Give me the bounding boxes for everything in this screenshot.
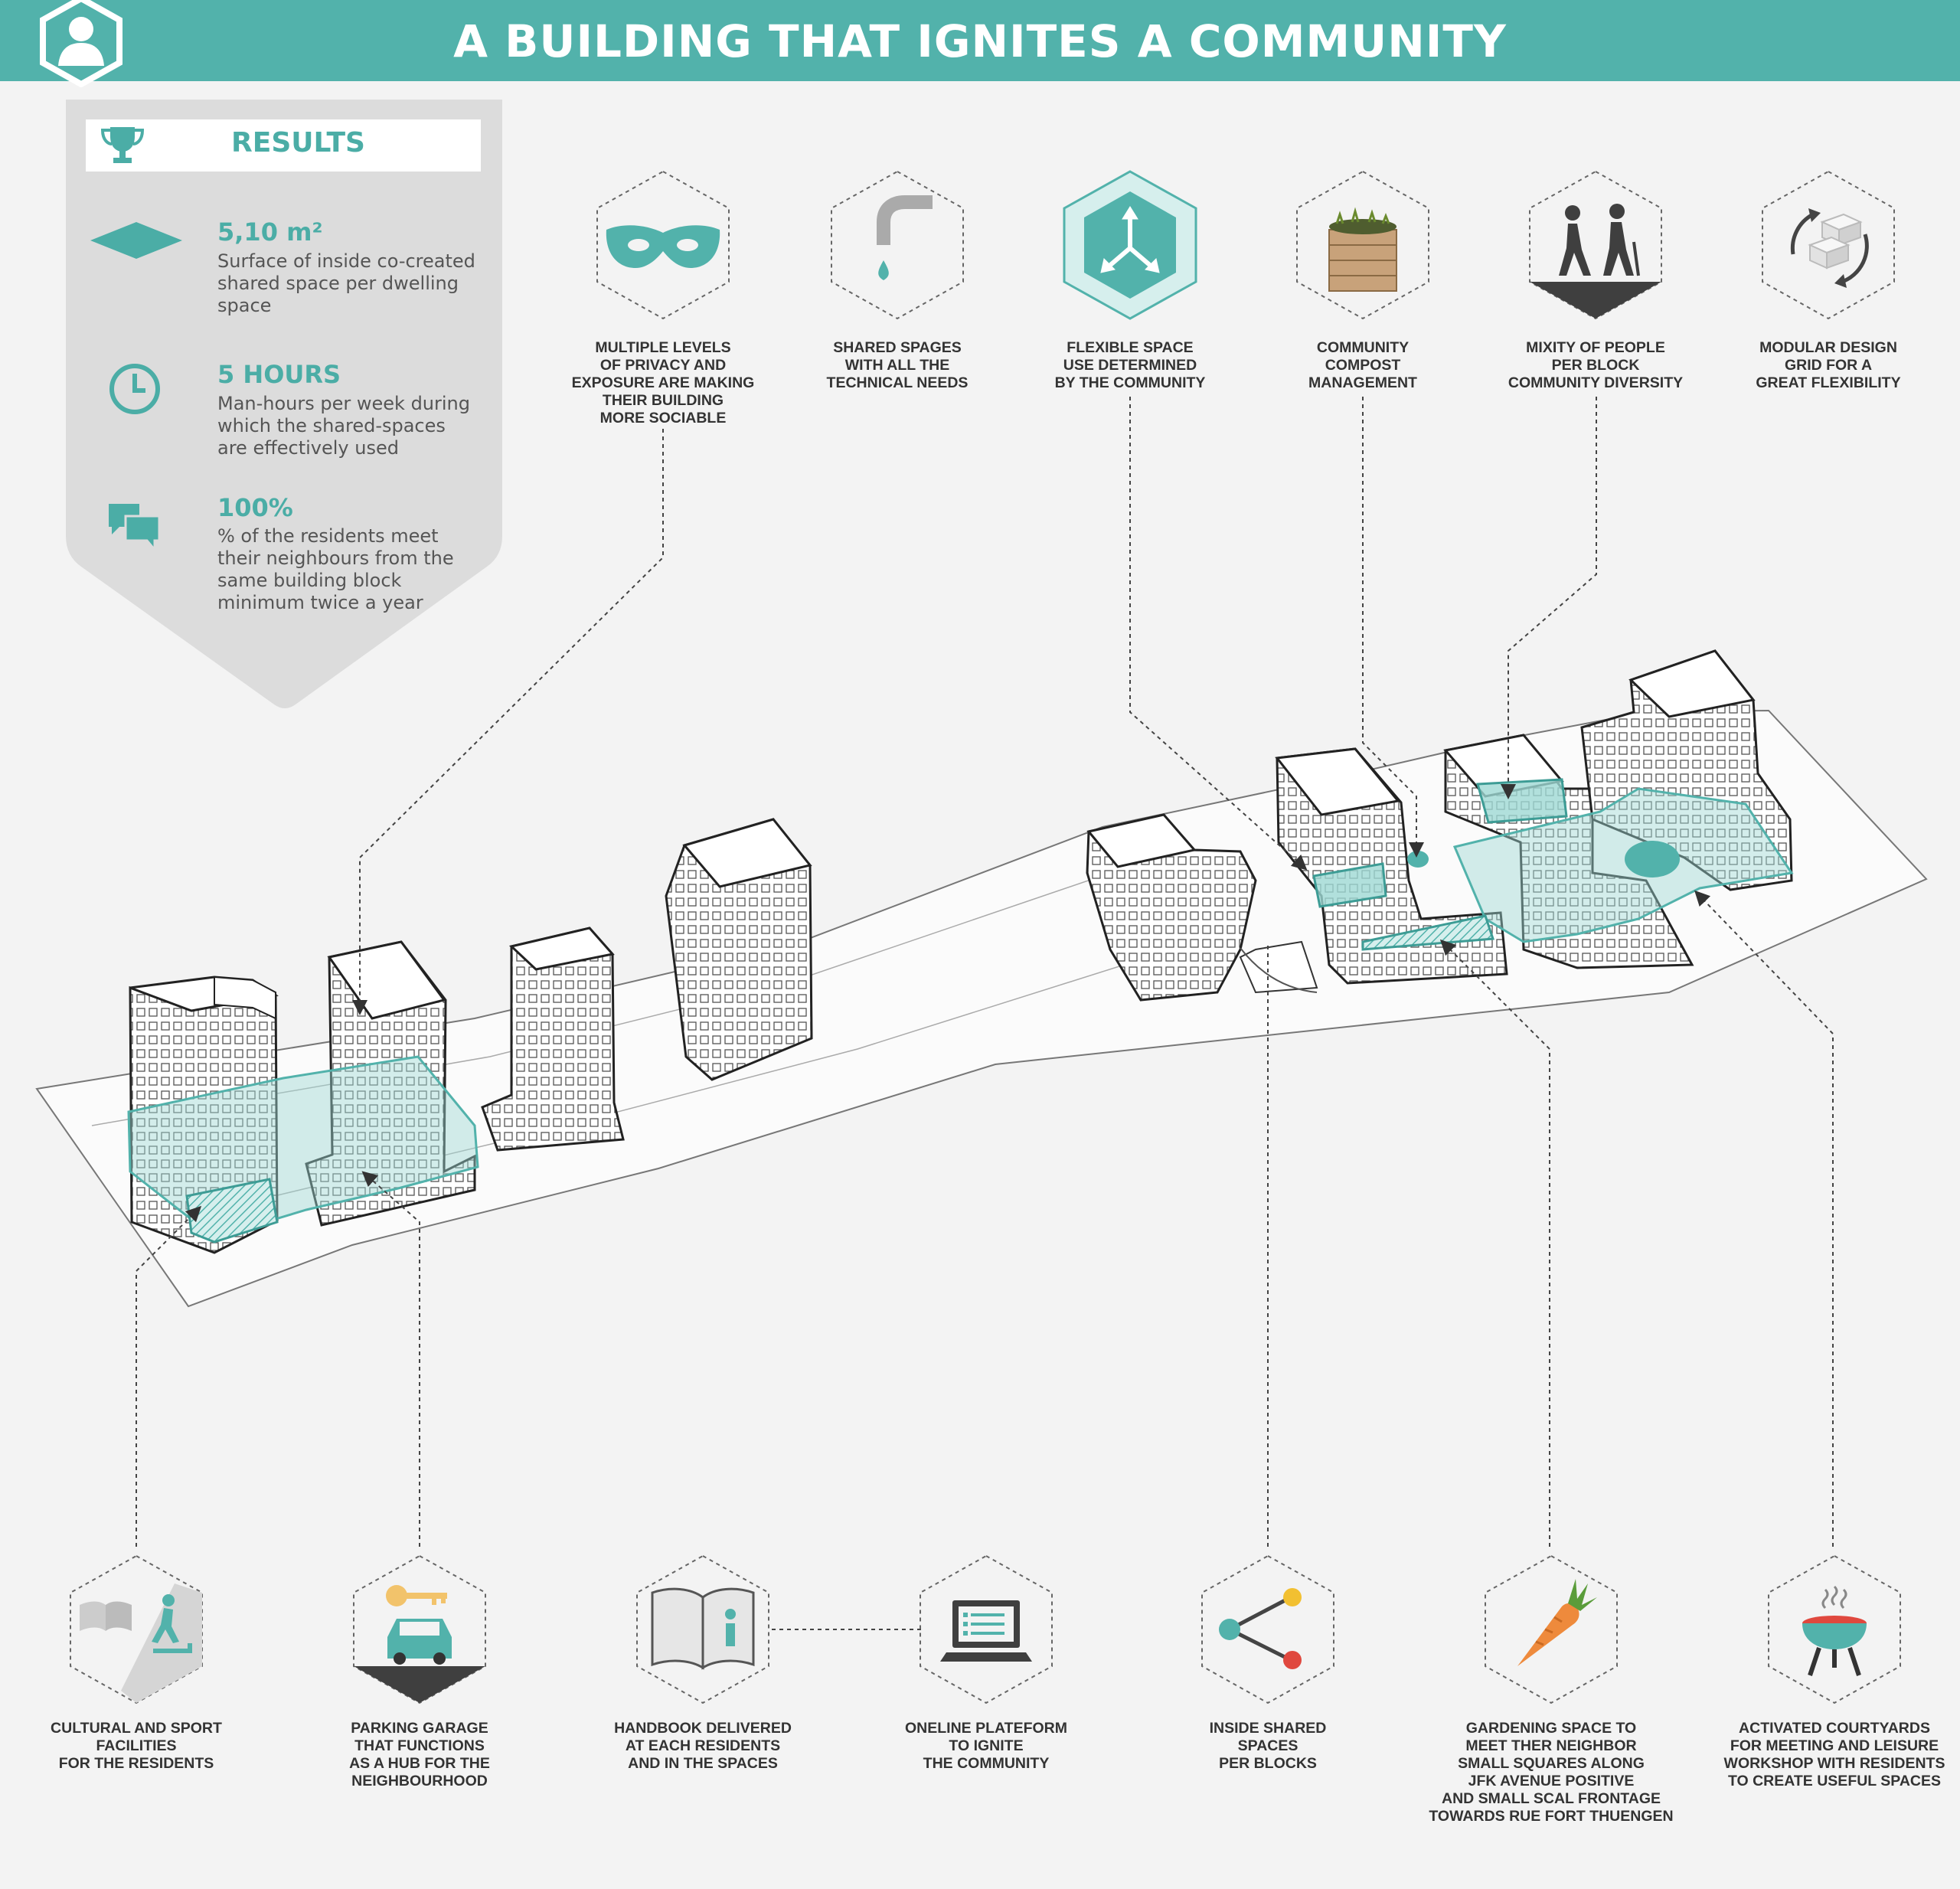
building-block-e — [1086, 813, 1318, 1002]
building-block-b — [305, 940, 476, 1227]
shared-space-highlight-courtyard — [1452, 787, 1794, 943]
faucet-icon — [831, 170, 964, 320]
feature-label-privacy: MULTIPLE LEVELS OF PRIVACY AND EXPOSURE … — [571, 339, 755, 426]
building-block-h — [1580, 649, 1793, 891]
people-walking-icon — [1529, 170, 1662, 320]
garden-highlight — [1361, 914, 1495, 951]
building-block-c — [481, 927, 625, 1152]
stat-desc-residents: % of the residents meet their neighbours… — [217, 525, 454, 613]
results-title: RESULTS — [231, 127, 365, 159]
header-bar: A BUILDING THAT IGNITES A COMMUNITY — [0, 0, 1960, 87]
area-diamond-icon — [90, 222, 182, 259]
person-hexagon-icon — [40, 0, 122, 87]
feature-label-cultural: CULTURAL AND SPORT FACILITIES FOR THE RE… — [51, 1720, 222, 1772]
flexible-arrows-icon — [1063, 170, 1197, 320]
barbecue-grill-icon — [1768, 1554, 1901, 1704]
stat-value-surface: 5,10 m² — [217, 217, 323, 247]
building-block-a — [129, 976, 279, 1254]
car-key-icon — [353, 1554, 486, 1704]
handbook-info-icon — [636, 1554, 769, 1704]
courtyard-pool-highlight — [1625, 841, 1680, 878]
results-header — [86, 119, 481, 172]
modular-blocks-icon — [1762, 170, 1895, 320]
feature-label-gardening: GARDENING SPACE TO MEET THER NEIGHBOR SM… — [1429, 1720, 1674, 1825]
shared-space-highlight-a — [127, 1055, 479, 1239]
compost-highlight — [1407, 851, 1429, 868]
stat-desc-hours: Man-hours per week during which the shar… — [217, 393, 470, 459]
compost-crate-icon — [1296, 170, 1429, 320]
feature-label-compost: COMMUNITY COMPOST MANAGEMENT — [1308, 339, 1417, 391]
building-block-f — [1275, 747, 1508, 985]
feature-label-platform: ONELINE PLATEFORM TO IGNITE THE COMMUNIT… — [905, 1720, 1067, 1772]
clock-icon — [109, 364, 160, 414]
building-block-g — [1443, 734, 1694, 969]
feature-label-flexible: FLEXIBLE SPACE USE DETERMINED BY THE COM… — [1054, 339, 1206, 391]
stat-desc-surface: Surface of inside co-created shared spac… — [217, 250, 475, 316]
tower-d — [665, 818, 813, 1081]
feature-label-inside-shared: INSIDE SHARED SPACES PER BLOCKS — [1209, 1720, 1327, 1772]
trophy-icon — [100, 127, 145, 163]
shared-space-highlight-flex — [1312, 862, 1387, 908]
stat-value-residents: 100% — [217, 493, 293, 522]
feature-label-mixity: MIXITY OF PEOPLE PER BLOCK COMMUNITY DIV… — [1508, 339, 1684, 391]
feature-label-parking: PARKING GARAGE THAT FUNCTIONS AS A HUB F… — [349, 1720, 490, 1789]
shared-space-highlight-roof — [1476, 778, 1568, 824]
laptop-icon — [920, 1554, 1053, 1704]
sport-facility-highlight — [185, 1178, 279, 1244]
book-treadmill-icon — [70, 1554, 203, 1704]
feature-label-technical: SHARED SPAGES WITH ALL THE TECHNICAL NEE… — [826, 339, 969, 391]
share-network-icon — [1201, 1554, 1334, 1704]
feature-label-handbook: HANDBOOK DELIVERED AT EACH RESIDENTS AND… — [614, 1720, 792, 1772]
page-title: A BUILDING THAT IGNITES A COMMUNITY — [453, 15, 1507, 67]
feature-label-modular: MODULAR DESIGN GRID FOR A GREAT FLEXIBIL… — [1756, 339, 1901, 391]
stat-value-hours: 5 HOURS — [217, 360, 341, 389]
mask-icon — [596, 170, 730, 320]
feature-label-courtyards: ACTIVATED COURTYARDS FOR MEETING AND LEI… — [1723, 1720, 1945, 1789]
speech-bubbles-icon — [109, 504, 161, 553]
carrot-icon — [1485, 1554, 1618, 1704]
